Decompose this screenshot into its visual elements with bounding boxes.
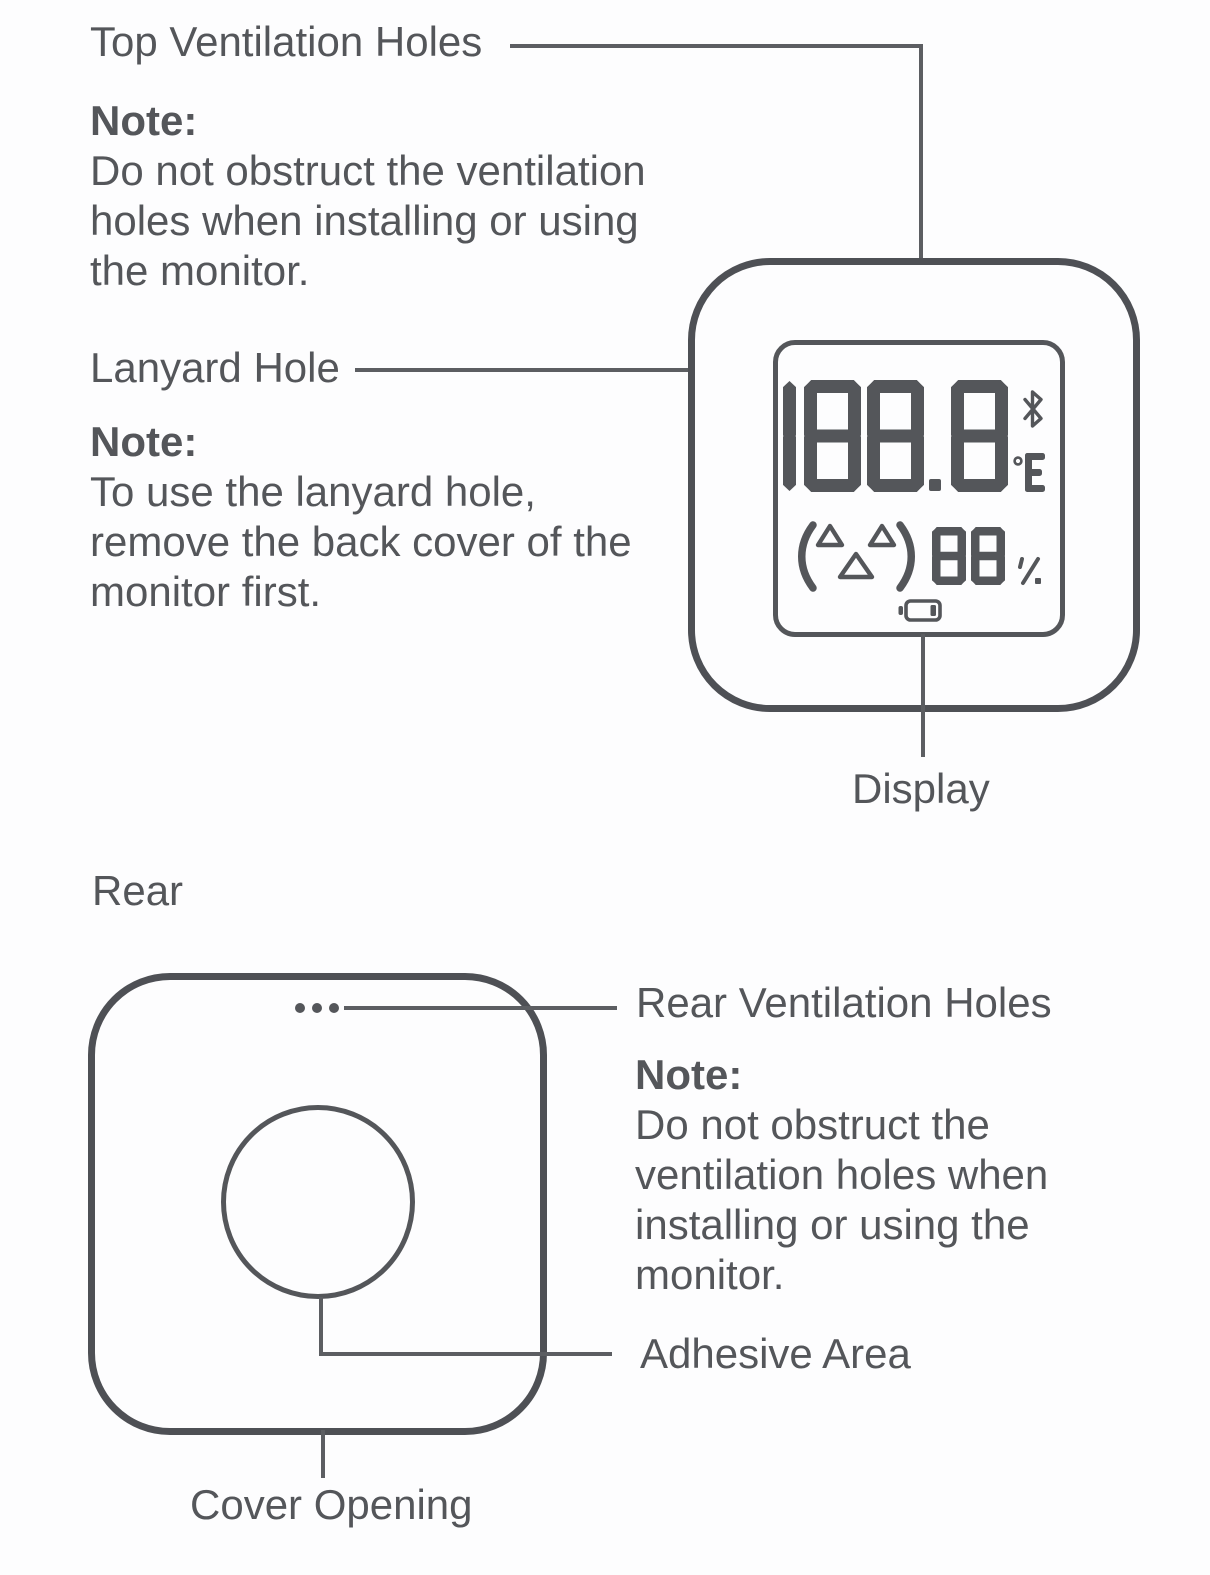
- label-top-ventilation-holes: Top Ventilation Holes: [90, 18, 483, 65]
- label-lanyard-hole: Lanyard Hole: [90, 344, 340, 391]
- bluetooth-icon: [1023, 390, 1043, 428]
- label-rear-ventilation-holes: Rear Ventilation Holes: [636, 979, 1052, 1026]
- label-cover-opening: Cover Opening: [190, 1481, 473, 1528]
- adhesive-connector-v: [319, 1297, 323, 1356]
- percent-icon: [1018, 557, 1041, 585]
- humidity-digits: [932, 527, 1005, 585]
- note-line: installing or using the: [635, 1201, 1030, 1248]
- note-line: monitor.: [635, 1251, 785, 1298]
- vent-hole-dot: [312, 1003, 322, 1013]
- top-ventilation-connector-v: [919, 44, 923, 262]
- adhesive-connector-h: [319, 1352, 612, 1356]
- lcd-svg: [783, 380, 1045, 622]
- note-line: ventilation holes when: [635, 1151, 1049, 1198]
- temperature-digits: [783, 380, 1008, 492]
- display-connector: [921, 634, 925, 757]
- monitor-rear-outline: [88, 973, 547, 1435]
- comfort-face-icon: [798, 521, 915, 592]
- temp-unit-icon: [1013, 453, 1045, 492]
- rear-heading: Rear: [92, 867, 184, 914]
- note-heading: Note:: [635, 1051, 743, 1098]
- battery-icon: [898, 599, 942, 622]
- note-heading: Note:: [90, 418, 198, 465]
- label-display: Display: [852, 765, 990, 812]
- note-line: Do not obstruct the: [635, 1101, 990, 1148]
- note-line: monitor first.: [90, 568, 322, 615]
- monitor-front-outline: [688, 258, 1140, 712]
- vent-hole-dot: [329, 1003, 339, 1013]
- top-ventilation-connector-h: [510, 44, 923, 48]
- note-ventilation: Note: Do not obstruct the ventilation ho…: [90, 96, 646, 296]
- vent-hole-dot: [295, 1003, 305, 1013]
- note-line: the monitor.: [90, 247, 310, 294]
- note-heading: Note:: [90, 97, 198, 144]
- note-line: holes when installing or using: [90, 197, 639, 244]
- adhesive-area-circle: [221, 1105, 415, 1299]
- label-adhesive-area: Adhesive Area: [640, 1330, 911, 1377]
- rear-vent-holes-dots: [295, 1003, 339, 1013]
- rear-vent-connector: [344, 1006, 617, 1010]
- cover-opening-connector: [321, 1430, 325, 1478]
- lcd-screen: [773, 340, 1065, 637]
- note-line: Do not obstruct the ventilation: [90, 147, 646, 194]
- note-line: remove the back cover of the: [90, 518, 632, 565]
- note-rear-ventilation: Note: Do not obstruct the ventilation ho…: [635, 1050, 1048, 1300]
- note-lanyard: Note: To use the lanyard hole, remove th…: [90, 417, 632, 617]
- note-line: To use the lanyard hole,: [90, 468, 536, 515]
- lanyard-connector: [355, 368, 692, 372]
